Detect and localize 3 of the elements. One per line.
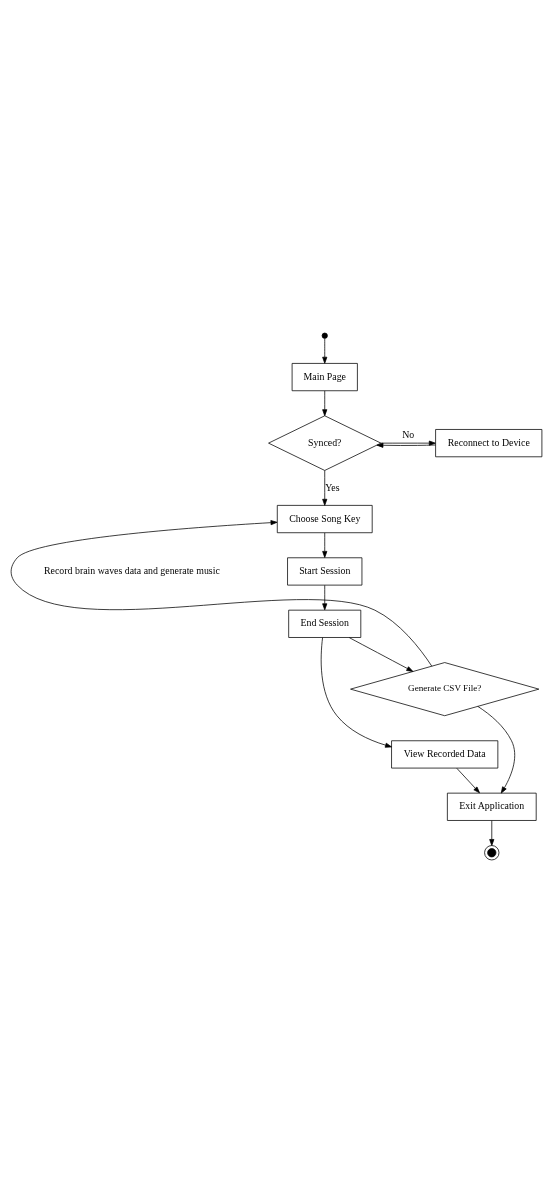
label: Record brain waves data and generate music xyxy=(44,565,220,577)
edge-label: No xyxy=(402,429,415,441)
edge-label: Yes xyxy=(325,481,340,493)
